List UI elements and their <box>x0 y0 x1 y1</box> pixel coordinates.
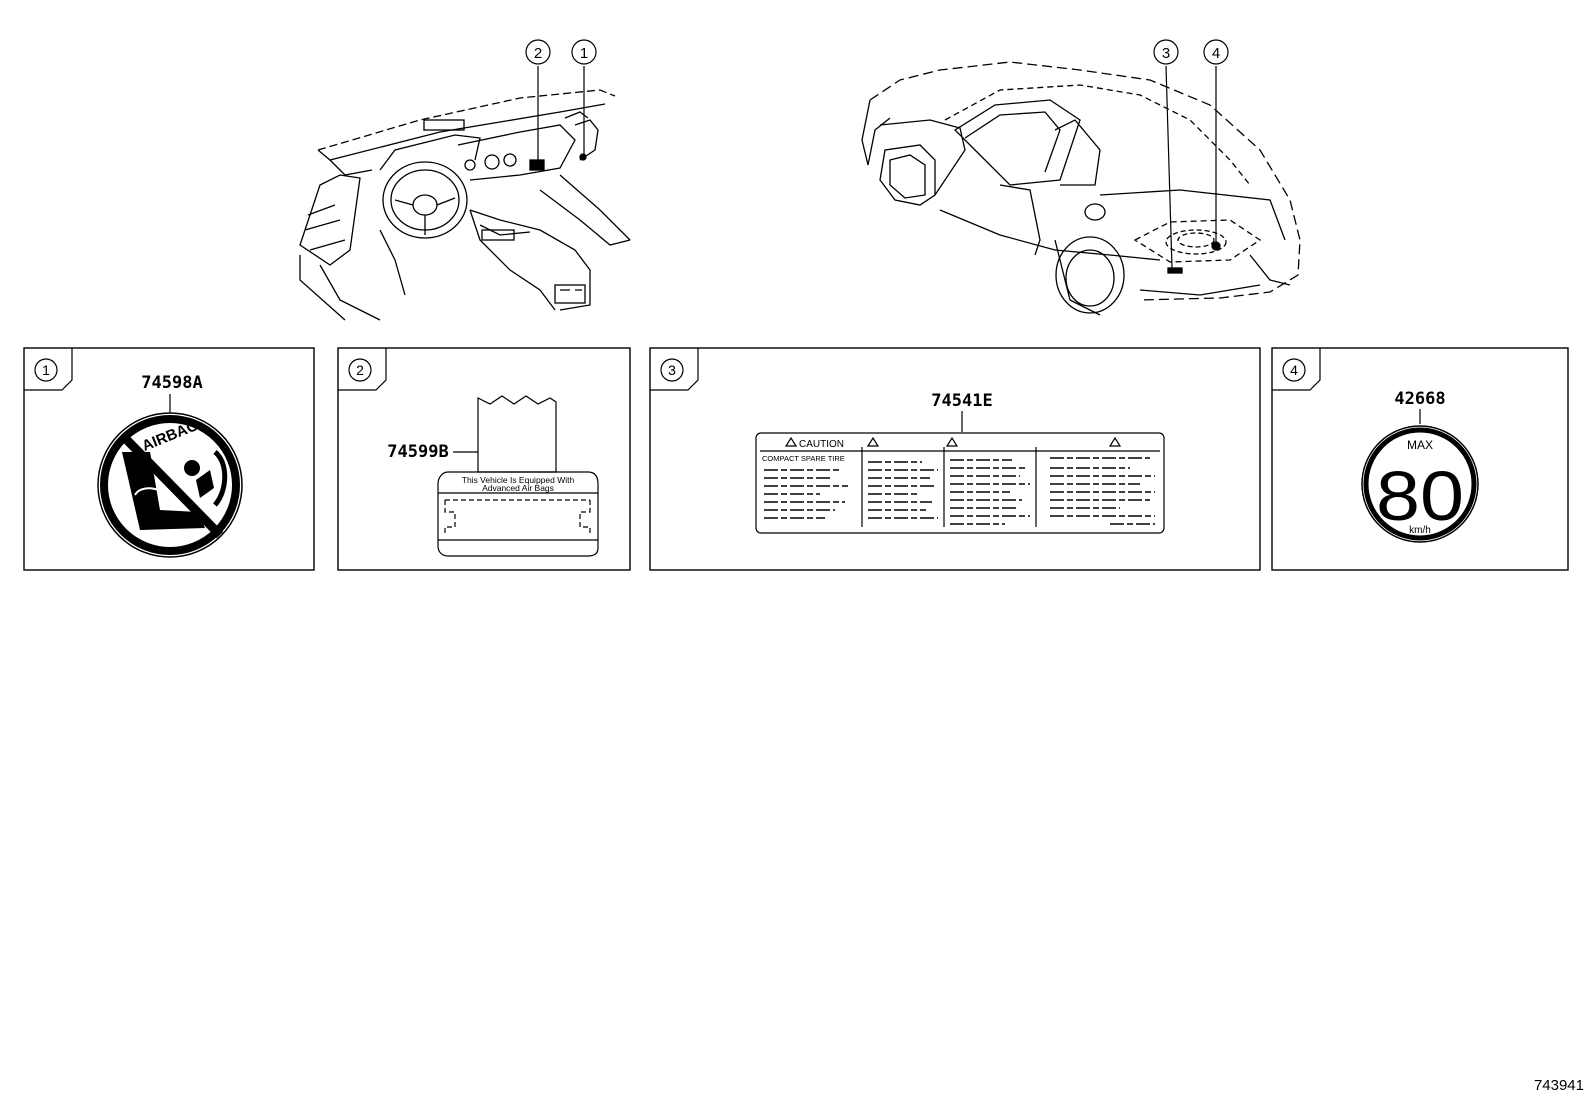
figure-id: 743941 <box>1534 1077 1584 1094</box>
callout-4-label: 4 <box>1212 45 1220 62</box>
panel-1: 1 74598A AIRBAG <box>23 347 315 571</box>
max-speed-value: 80 <box>1376 457 1464 535</box>
caution-title: CAUTION <box>799 439 844 450</box>
panel-1-number: 1 <box>42 362 50 378</box>
panel-2-part-number: 74599B <box>387 442 448 462</box>
airbag-warning-sticker: AIRBAG <box>97 412 243 558</box>
car-illustration <box>861 61 1301 316</box>
max-speed-sticker: MAX 80 km/h <box>1361 425 1479 543</box>
callout-leaders-car <box>1165 65 1217 269</box>
panel-1-part-number: 74598A <box>141 373 202 393</box>
callout-1-label: 1 <box>580 45 588 62</box>
spare-tire-caution-label: CAUTION COMPACT SPARE TIRE <box>755 432 1165 534</box>
panel-4-part-number: 42668 <box>1394 389 1445 409</box>
dashboard-illustration <box>299 89 631 321</box>
panel-2-number: 2 <box>356 362 364 378</box>
caution-subtitle: COMPACT SPARE TIRE <box>762 454 845 463</box>
panel-3-number: 3 <box>668 362 676 378</box>
panel-4-number: 4 <box>1290 362 1298 378</box>
panel-4: 4 42668 MAX 80 km/h <box>1271 347 1569 571</box>
callout-2: 2 <box>525 39 551 65</box>
callout-leaders-dash <box>537 66 585 160</box>
callout-3: 3 <box>1153 39 1179 65</box>
callout-2-label: 2 <box>534 45 542 62</box>
callout-1: 1 <box>571 39 597 65</box>
airbag-label-line1: This Vehicle Is Equipped With <box>462 475 575 485</box>
panel-3: 3 74541E CAUTION COMPACT SPARE TIRE <box>649 347 1261 571</box>
advanced-airbag-label: This Vehicle Is Equipped With Advanced A… <box>437 395 599 557</box>
max-speed-unit: km/h <box>1409 525 1431 536</box>
panel-3-part-number: 74541E <box>931 391 992 411</box>
callout-4: 4 <box>1203 39 1229 65</box>
airbag-label-line2: Advanced Air Bags <box>482 483 554 493</box>
max-speed-label: MAX <box>1407 438 1433 452</box>
panel-2: 2 74599B This Vehicle Is Equipped With A… <box>337 347 631 571</box>
callout-3-label: 3 <box>1162 45 1170 62</box>
